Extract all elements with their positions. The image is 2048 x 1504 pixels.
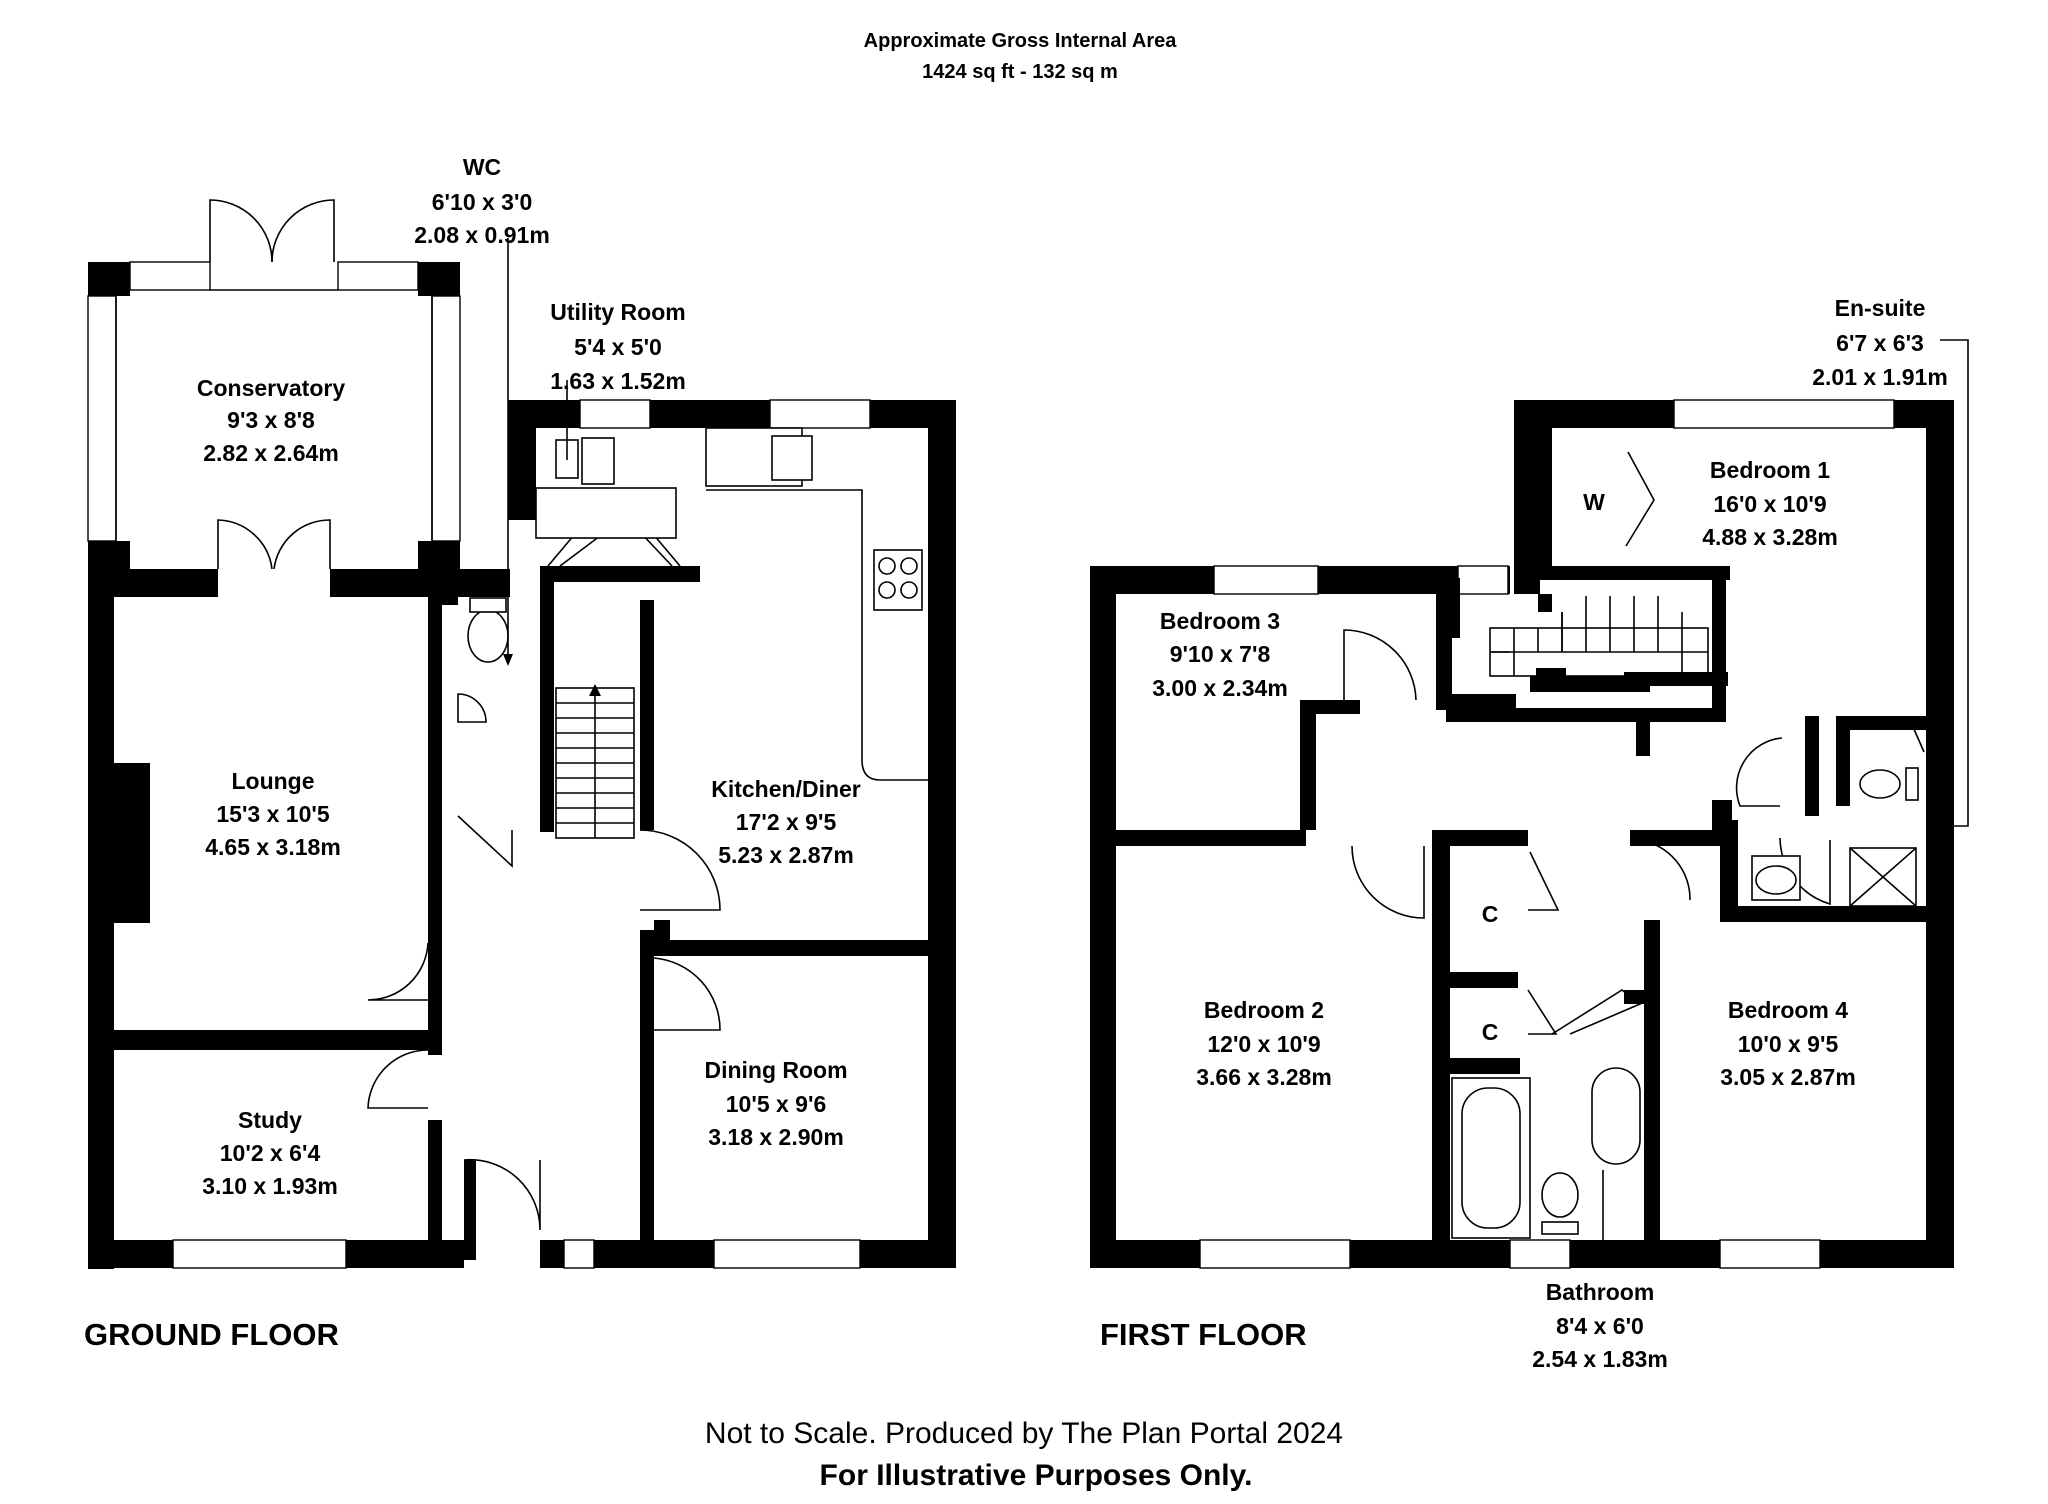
first-outer-walls — [1090, 399, 1954, 1269]
cupboard-label-2: C — [1482, 1019, 1499, 1045]
utility-imperial: 5'4 x 5'0 — [574, 334, 662, 360]
dining-metric: 3.18 x 2.90m — [708, 1124, 844, 1150]
kitchen-metric: 5.23 x 2.87m — [718, 842, 854, 868]
bed1-name: Bedroom 1 — [1710, 457, 1830, 483]
bed3-imperial: 9'10 x 7'8 — [1170, 641, 1271, 667]
lounge-imperial: 15'3 x 10'5 — [216, 801, 329, 827]
dining-imperial: 10'5 x 9'6 — [726, 1091, 826, 1117]
bed1-imperial: 16'0 x 10'9 — [1713, 491, 1826, 517]
bed2-imperial: 12'0 x 10'9 — [1207, 1031, 1320, 1057]
footer-illustrative: For Illustrative Purposes Only. — [820, 1459, 1253, 1492]
ensuite-name: En-suite — [1835, 295, 1926, 321]
lounge-metric: 4.65 x 3.18m — [205, 834, 341, 860]
kitchen-imperial: 17'2 x 9'5 — [736, 809, 837, 835]
first-stairs — [1489, 596, 1709, 692]
ground-outer-walls — [88, 399, 956, 1269]
first-floor-label: FIRST FLOOR — [1100, 1317, 1307, 1352]
conservatory-metric: 2.82 x 2.64m — [203, 440, 339, 466]
bed1-metric: 4.88 x 3.28m — [1702, 524, 1838, 550]
header-area-title: Approximate Gross Internal Area — [864, 30, 1178, 52]
kitchen-name: Kitchen/Diner — [711, 776, 861, 802]
first-fixtures — [1451, 767, 1919, 1239]
study-imperial: 10'2 x 6'4 — [220, 1140, 321, 1166]
wc-leader-arrow — [503, 654, 513, 666]
bathroom-name: Bathroom — [1546, 1279, 1655, 1305]
bed3-metric: 3.00 x 2.34m — [1152, 675, 1288, 701]
utility-metric: 1.63 x 1.52m — [550, 368, 686, 394]
lounge-name: Lounge — [231, 768, 314, 794]
conservatory-name: Conservatory — [197, 375, 345, 401]
first-floor-plan — [1090, 339, 1969, 1269]
utility-name: Utility Room — [550, 299, 685, 325]
ensuite-leader-line — [1930, 339, 1969, 827]
conservatory-walls — [87, 199, 461, 569]
wc-imperial: 6'10 x 3'0 — [432, 189, 532, 215]
bed4-metric: 3.05 x 2.87m — [1720, 1064, 1856, 1090]
study-metric: 3.10 x 1.93m — [202, 1173, 338, 1199]
header-area-value: 1424 sq ft - 132 sq m — [922, 61, 1118, 83]
bed2-name: Bedroom 2 — [1204, 997, 1324, 1023]
bed3-name: Bedroom 3 — [1160, 608, 1280, 634]
wardrobe-label: W — [1583, 489, 1605, 515]
first-doors — [1343, 451, 1925, 1035]
bathroom-metric: 2.54 x 1.83m — [1532, 1346, 1668, 1372]
conservatory-imperial: 9'3 x 8'8 — [227, 407, 315, 433]
ground-stairs — [555, 684, 635, 839]
ground-floor-label: GROUND FLOOR — [84, 1317, 339, 1352]
bed4-imperial: 10'0 x 9'5 — [1738, 1031, 1839, 1057]
ground-floor-plan — [87, 199, 956, 1269]
footer-disclaimer: Not to Scale. Produced by The Plan Porta… — [705, 1417, 1343, 1450]
first-internal-walls — [1116, 416, 1930, 1240]
ensuite-metric: 2.01 x 1.91m — [1812, 364, 1948, 390]
bathroom-imperial: 8'4 x 6'0 — [1556, 1313, 1644, 1339]
wc-metric: 2.08 x 0.91m — [414, 222, 550, 248]
ensuite-imperial: 6'7 x 6'3 — [1836, 330, 1924, 356]
dining-name: Dining Room — [704, 1057, 847, 1083]
wc-name: WC — [463, 154, 501, 180]
bed4-name: Bedroom 4 — [1728, 997, 1848, 1023]
ground-internal-walls — [114, 566, 928, 1260]
bed2-metric: 3.66 x 3.28m — [1196, 1064, 1332, 1090]
cupboard-label-1: C — [1482, 901, 1499, 927]
study-name: Study — [238, 1107, 302, 1133]
